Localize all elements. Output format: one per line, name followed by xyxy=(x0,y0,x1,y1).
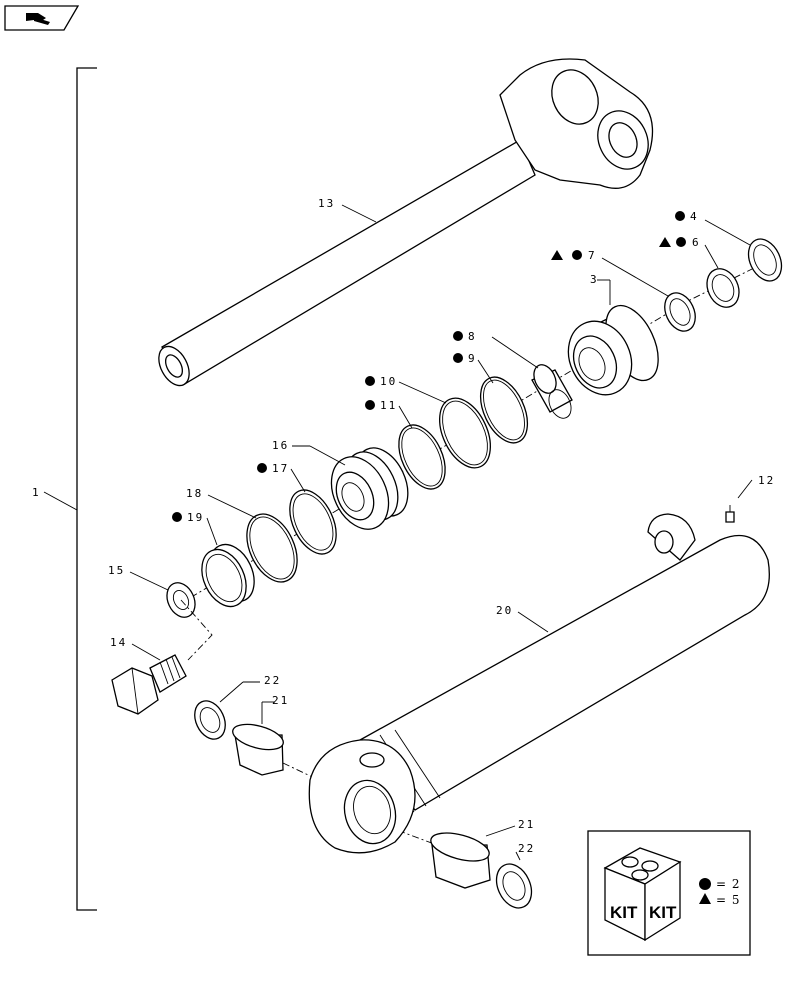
cylinder-barrel-20 xyxy=(308,513,770,854)
kit-label-right: KIT xyxy=(649,903,677,922)
callout-12: 12 xyxy=(758,474,775,487)
callout-1: 1 xyxy=(32,486,41,499)
callout-3: 3 xyxy=(590,273,599,286)
kit-legend-box: KIT KIT = 2 = 5 xyxy=(587,830,751,956)
ring-6 xyxy=(706,268,740,308)
callout-20: 20 xyxy=(496,604,513,617)
callout-14: 14 xyxy=(110,636,127,649)
piston-16 xyxy=(330,447,409,530)
navigation-hand-icon[interactable] xyxy=(4,5,80,31)
callout-21-lower: 21 xyxy=(518,818,535,831)
callout-7: 7 xyxy=(588,249,597,262)
ring-7 xyxy=(664,292,696,332)
callout-18: 18 xyxy=(186,487,203,500)
bushing-21-upper xyxy=(232,723,284,776)
callout-21-upper: 21 xyxy=(272,694,289,707)
washer-22-lower xyxy=(495,863,533,909)
callout-9: 9 xyxy=(468,352,477,365)
assembly-bracket xyxy=(43,67,97,911)
callout-22-lower: 22 xyxy=(518,842,535,855)
callout-16: 16 xyxy=(272,439,289,452)
piston-rod xyxy=(158,58,654,387)
kit-label-left: KIT xyxy=(610,903,638,922)
callout-10: 10 xyxy=(380,375,397,388)
callout-15: 15 xyxy=(108,564,125,577)
callout-22-upper: 22 xyxy=(264,674,281,687)
bushing-8 xyxy=(531,364,573,419)
ring-17 xyxy=(289,489,337,555)
triangle-symbol xyxy=(699,893,711,904)
callout-6: 6 xyxy=(692,236,701,249)
callout-4: 4 xyxy=(690,210,699,223)
callout-17: 17 xyxy=(272,462,289,475)
bushing-21-lower xyxy=(430,832,491,889)
bolt-14 xyxy=(111,654,187,715)
circle-symbol xyxy=(699,878,711,890)
callout-11: 11 xyxy=(380,399,397,412)
callout-13: 13 xyxy=(318,197,335,210)
o-ring-9 xyxy=(479,376,529,444)
axis-line-bolt xyxy=(180,599,213,661)
gland-3 xyxy=(567,304,659,396)
triangle-legend-text: = 5 xyxy=(716,893,741,907)
o-ring-10 xyxy=(439,397,491,469)
fitting-12 xyxy=(725,505,735,523)
ring-4 xyxy=(747,238,783,282)
ring-19 xyxy=(201,543,255,608)
leader-13 xyxy=(341,204,377,223)
callout-19: 19 xyxy=(187,511,204,524)
circle-legend-text: = 2 xyxy=(716,877,741,891)
callout-8: 8 xyxy=(468,330,477,343)
washer-22-upper xyxy=(194,700,226,740)
o-ring-11 xyxy=(398,424,446,490)
